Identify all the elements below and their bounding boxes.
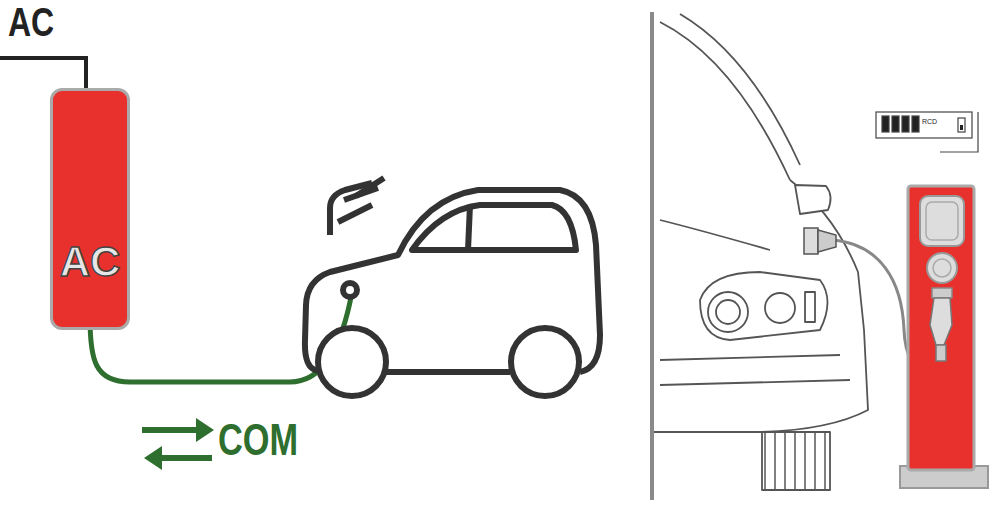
drawing-part (765, 293, 795, 323)
drawing-part (318, 328, 386, 396)
car-front (654, 14, 868, 490)
com-arrows (142, 418, 214, 470)
drawing-part (160, 455, 212, 461)
supply-label: AC (8, 2, 54, 42)
drawing-part (382, 369, 510, 375)
car-outline (305, 178, 600, 396)
drawing-part (708, 292, 748, 332)
drawing-part (356, 178, 384, 196)
drawing-part (927, 253, 957, 283)
drawing-part (933, 259, 951, 277)
drawing-part (795, 185, 831, 214)
drawing-part (196, 418, 214, 442)
box-label: AC (60, 241, 121, 283)
drawing-part (343, 283, 357, 297)
drawing-part (882, 116, 889, 132)
charger-box: AC (50, 88, 130, 330)
drawing-part (412, 205, 576, 250)
drawing-part (920, 196, 964, 246)
drawing-part (804, 228, 818, 254)
drawing-part (908, 186, 974, 470)
drawing-part (762, 432, 830, 490)
drawing-part (818, 230, 836, 252)
drawing-part (716, 300, 740, 324)
drawing-part (700, 272, 828, 340)
drawing-part (680, 14, 800, 165)
drawing-part (805, 292, 815, 322)
drawing-part (960, 125, 963, 130)
drawing-part (660, 355, 840, 360)
drawing-part (660, 220, 770, 250)
drawing-part (930, 298, 952, 345)
drawing-part (912, 116, 919, 132)
drawing-part (142, 427, 198, 433)
drawing-part (926, 202, 958, 240)
drawing-part (958, 118, 965, 132)
drawing-part (892, 116, 899, 132)
drawing-part (936, 345, 946, 361)
divider-line (650, 12, 654, 500)
drawing-part (876, 112, 972, 138)
drawing-part (940, 112, 978, 152)
signal-label: COM (218, 418, 298, 462)
drawing-part (144, 446, 162, 470)
charging-station (900, 186, 988, 488)
drawing-part (660, 380, 850, 385)
rcd-panel (876, 112, 978, 152)
drawing-part (468, 205, 470, 250)
drawing-part (932, 288, 952, 298)
drawing-part (660, 22, 790, 180)
drawing-part (902, 116, 909, 132)
device-label: RCD (922, 118, 937, 125)
drawing-part (654, 180, 868, 432)
drawing-part (511, 328, 579, 396)
drawing-part (338, 205, 372, 222)
